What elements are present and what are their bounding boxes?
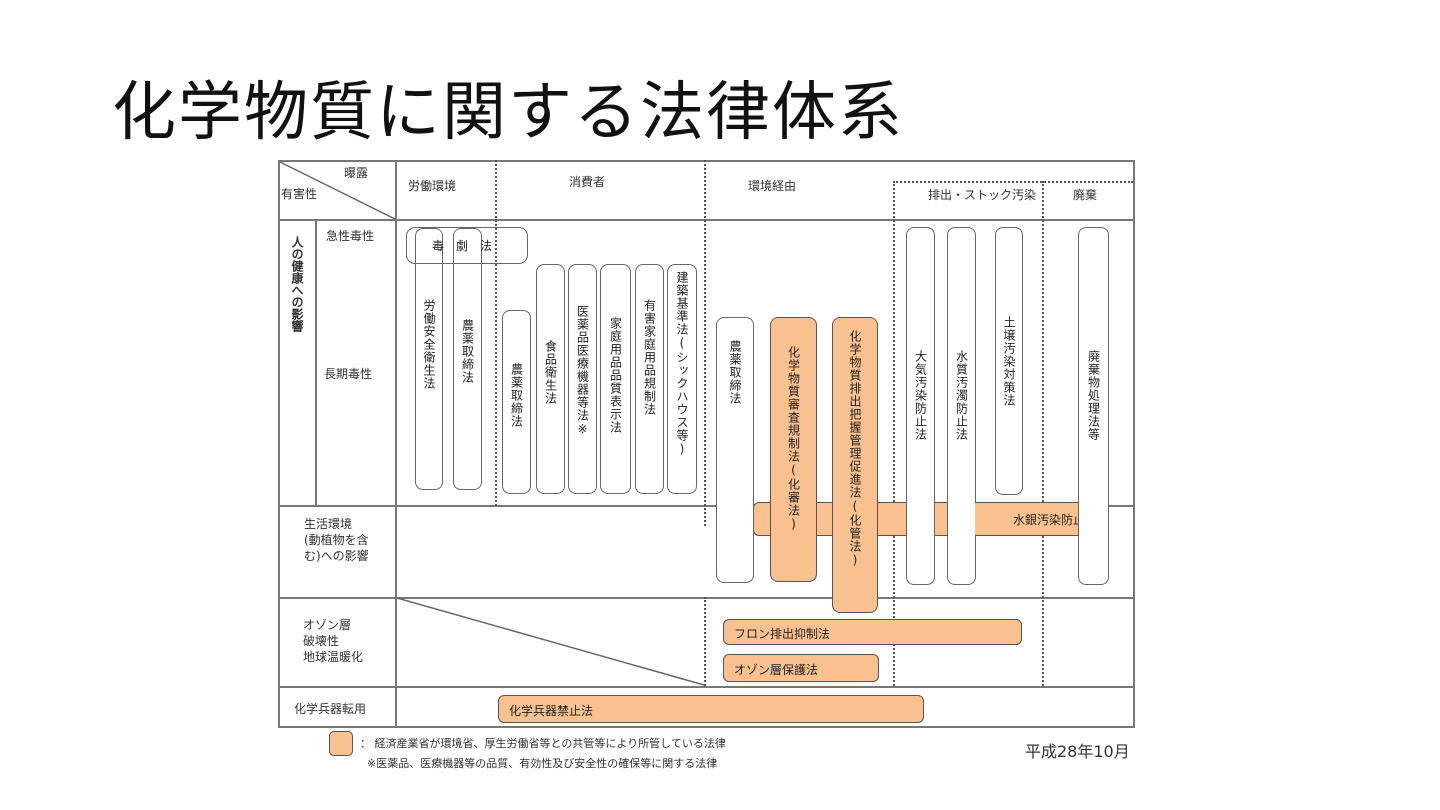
emission-header-top <box>893 181 1133 183</box>
law-labor-safety-label: 労働安全衛生法 <box>422 299 436 390</box>
law-labor-safety[interactable]: 労働安全衛生法 <box>415 228 443 490</box>
law-agri-chem-env-label: 農薬取締法 <box>728 340 742 405</box>
column-divider <box>704 597 706 686</box>
col-header-waste: 廃棄 <box>1073 188 1098 202</box>
col-header-emission: 排出・ストック汚染 <box>928 188 1037 202</box>
corner-diagonal <box>279 161 396 220</box>
legend-colon: ： <box>360 737 371 750</box>
law-agri-chem-consumer[interactable]: 農薬取締法 <box>502 310 531 494</box>
law-poison[interactable]: 毒 劇 法 <box>406 227 528 264</box>
law-fluorocarbon-label: フロン排出抑制法 <box>734 627 831 641</box>
law-air-label: 大気汚染防止法 <box>913 350 928 441</box>
law-soil[interactable]: 土壌汚染対策法 <box>995 227 1023 495</box>
law-water-label: 水質汚濁防止法 <box>954 350 969 441</box>
col-header-environment: 環境経由 <box>748 179 797 193</box>
law-air[interactable]: 大気汚染防止法 <box>906 227 935 585</box>
law-cscl-label: 化学物質審査規制法(化審法) <box>786 346 801 532</box>
col-header-consumer: 消費者 <box>569 175 606 189</box>
law-cscl[interactable]: 化学物質審査規制法(化審法) <box>770 317 817 582</box>
footnote: ※医薬品、医療機器等の品質、有効性及び安全性の確保等に関する法律 <box>367 757 718 770</box>
date-label: 平成28年10月 <box>1025 742 1130 761</box>
row-label-ozone: オゾン層 破壊性 地球温暖化 <box>303 617 363 665</box>
law-building-label: 建築基準法(シックハウス等) <box>675 271 689 457</box>
column-divider <box>1042 181 1044 686</box>
row-label-line: 破壊性 <box>303 634 340 648</box>
law-agri-chem-env[interactable]: 農薬取締法 <box>716 317 754 583</box>
law-food-sanitation-label: 食品衛生法 <box>543 340 558 405</box>
law-water[interactable]: 水質汚濁防止法 <box>947 227 976 585</box>
row-label-human-health: 人の健康への影響 <box>290 236 304 332</box>
column-divider <box>893 181 895 686</box>
row-divider <box>278 686 1135 688</box>
law-poison-label: 毒 劇 法 <box>432 239 493 253</box>
law-agri-chem-labor[interactable]: 農薬取締法 <box>453 228 482 490</box>
law-cwc[interactable]: 化学兵器禁止法 <box>498 695 924 723</box>
legend-swatch <box>329 731 353 756</box>
law-prtr-label: 化学物質排出把握管理促進法(化管法) <box>848 330 862 568</box>
corner-hazard-label: 有害性 <box>281 187 318 201</box>
col-header-labor: 労働環境 <box>408 179 457 193</box>
row-label-line: 地球温暖化 <box>303 650 364 664</box>
law-agri-chem-consumer-label: 農薬取締法 <box>509 363 524 428</box>
law-ozone-label: オゾン層保護法 <box>734 663 819 677</box>
law-soil-label: 土壌汚染対策法 <box>1002 316 1016 407</box>
header-divider <box>278 219 1135 221</box>
law-food-sanitation[interactable]: 食品衛生法 <box>536 264 565 494</box>
label-column-divider <box>395 160 397 728</box>
health-subdivider <box>315 219 317 505</box>
law-ozone[interactable]: オゾン層保護法 <box>723 654 879 682</box>
row-divider <box>278 505 1135 507</box>
law-household-harmful[interactable]: 有害家庭用品規制法 <box>635 264 664 494</box>
row-label-line: オゾン層 <box>303 618 352 632</box>
law-waste-label: 廃棄物処理法等 <box>1086 350 1101 441</box>
law-pharma[interactable]: 医薬品医療機器等法※ <box>568 264 597 494</box>
row-label-line: (動植物を含 <box>304 533 369 547</box>
law-household-labeling-label: 家庭用品品質表示法 <box>608 317 623 434</box>
legend-description: 経済産業省が環境省、厚生労働省等との共管等により所管している法律 <box>374 737 726 750</box>
row-label-line: 生活環境 <box>304 517 353 531</box>
law-mercury-front-label: 水銀汚染防止法 <box>1012 513 1097 527</box>
law-agri-chem-labor-label: 農薬取締法 <box>460 319 475 384</box>
row-divider <box>278 597 1135 599</box>
row-label-acute: 急性毒性 <box>326 229 375 243</box>
law-system-diagram: 曝露 有害性 労働環境 消費者 環境経由 排出・ストック汚染 廃棄 人の健康への… <box>278 160 1135 728</box>
legend-text: ： 経済産業省が環境省、厚生労働省等との共管等により所管している法律 <box>360 735 726 751</box>
row-label-line: む)への影響 <box>304 549 369 563</box>
row-label-chronic: 長期毒性 <box>324 367 373 381</box>
page-title: 化学物質に関する法律体系 <box>112 76 904 150</box>
column-divider <box>704 160 706 526</box>
corner-exposure-label: 曝露 <box>344 166 369 180</box>
law-cwc-label: 化学兵器禁止法 <box>509 704 594 718</box>
law-household-harmful-label: 有害家庭用品規制法 <box>642 299 657 416</box>
row-label-chem-weapons: 化学兵器転用 <box>294 702 367 716</box>
law-fluorocarbon[interactable]: フロン排出抑制法 <box>723 619 1022 645</box>
ozone-diagonal <box>396 597 705 686</box>
law-household-labeling[interactable]: 家庭用品品質表示法 <box>600 264 631 494</box>
law-building[interactable]: 建築基準法(シックハウス等) <box>667 264 697 494</box>
diagram-border <box>278 160 1135 728</box>
law-pharma-label: 医薬品医療機器等法※ <box>575 305 590 437</box>
column-divider <box>495 160 497 506</box>
law-prtr[interactable]: 化学物質排出把握管理促進法(化管法) <box>832 317 878 613</box>
law-waste[interactable]: 廃棄物処理法等 <box>1078 227 1109 585</box>
row-label-living-env: 生活環境 (動植物を含 む)への影響 <box>304 516 369 564</box>
